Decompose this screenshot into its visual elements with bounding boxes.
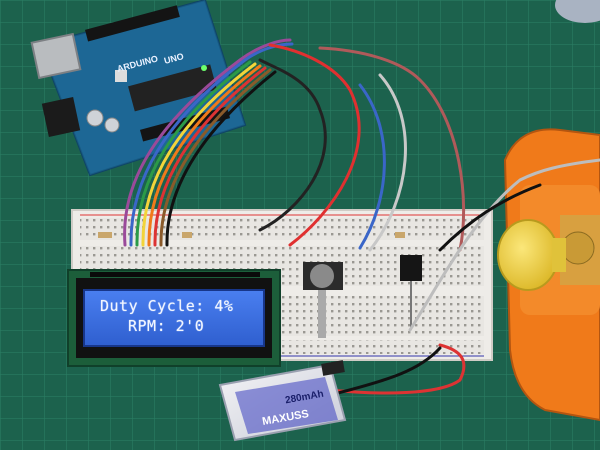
usb-connector [30, 32, 82, 80]
jumper-wires [123, 38, 600, 397]
background-object [555, 0, 600, 23]
arduino-board [30, 0, 247, 177]
lcd-line-2: RPM: 2'0 [128, 317, 205, 335]
transistor [400, 255, 422, 281]
microcontroller-chip [128, 64, 217, 112]
lcd-line-1: Duty Cycle: 4% [100, 297, 234, 315]
power-jack [41, 97, 81, 137]
yellow-wheel [497, 219, 559, 291]
potentiometer [303, 262, 343, 338]
lcd-module [67, 269, 281, 367]
battery [218, 360, 347, 442]
motor-assembly [497, 128, 600, 422]
